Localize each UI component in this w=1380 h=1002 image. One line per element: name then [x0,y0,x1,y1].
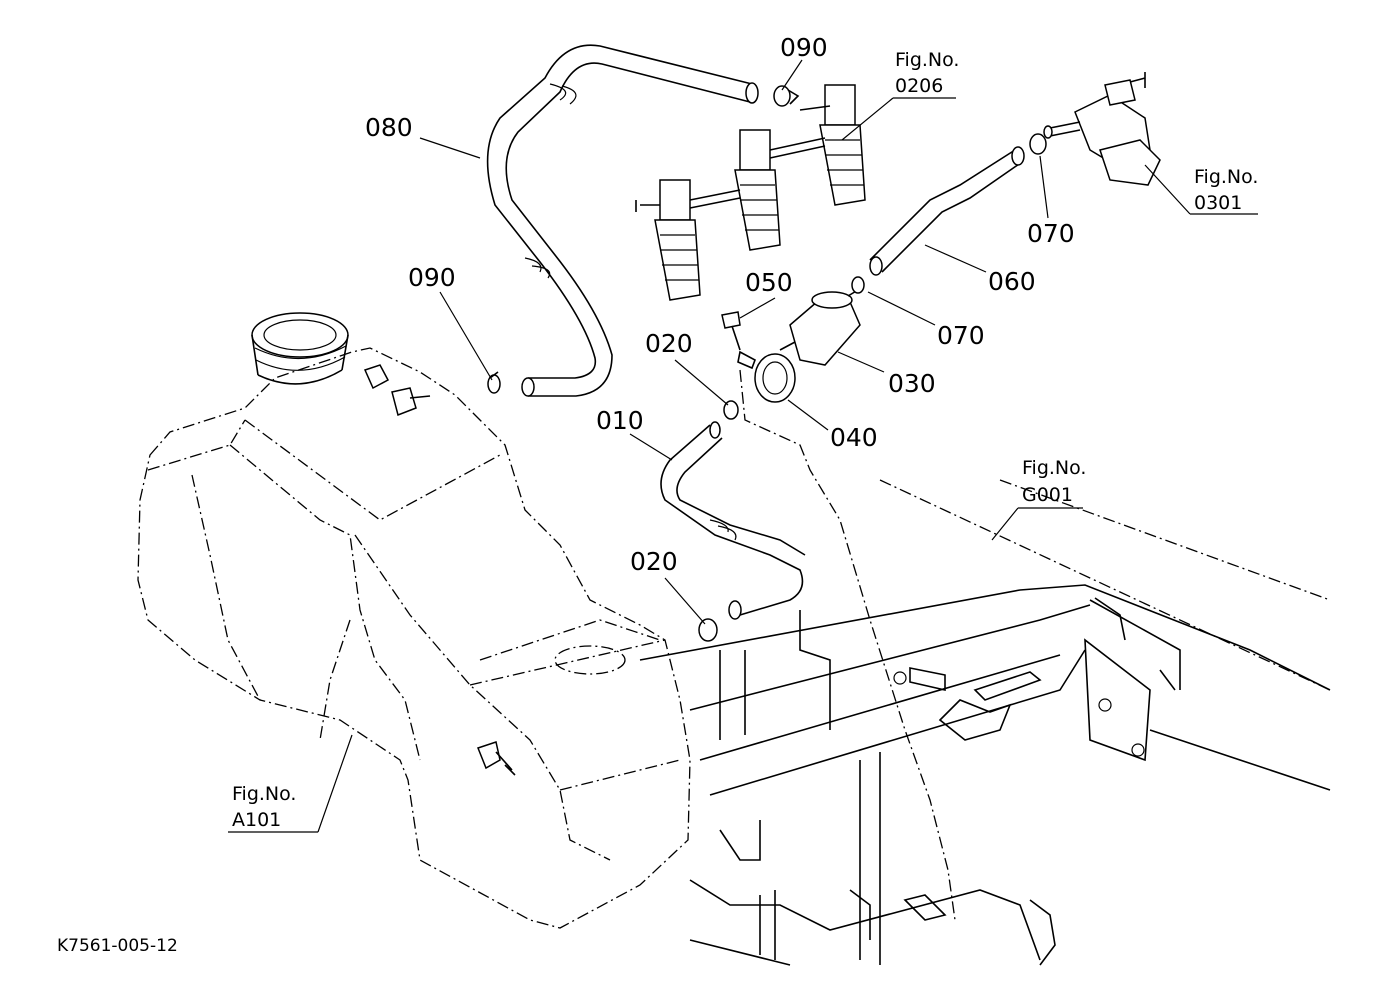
frame-centerline-2 [999,479,1331,601]
part-label-070-pump: 070 [1027,219,1075,248]
frame-centerline [879,479,1331,691]
fuel-filter-030 [779,289,861,366]
part-label-090-top: 090 [780,33,828,62]
drawing-code: K7561-005-12 [57,936,178,956]
chassis-frame-illustration [639,584,1331,966]
fig-ref-0206-number: 0206 [895,75,943,97]
clamp-090-tank [487,371,501,394]
filler-neck [251,312,349,385]
fig-ref-0206[interactable]: Fig.No. 0206 [895,49,959,97]
fig-ref-G001-label: Fig.No. [1022,457,1086,479]
fig-ref-A101-number: A101 [232,809,281,831]
tank-outlet-fitting [477,741,516,776]
clamp-020-filter [723,400,739,420]
fig-ref-0301-label: Fig.No. [1194,166,1258,188]
bracket-mount-line [739,369,956,921]
part-label-020-upper: 020 [645,329,693,358]
fig-ref-G001[interactable]: Fig.No. G001 [1022,457,1086,506]
filter-bracket-040 [737,350,796,403]
fig-ref-G001-number: G001 [1022,484,1073,506]
part-label-030: 030 [888,369,936,398]
injector-assembly [635,84,866,301]
part-label-060: 060 [988,267,1036,296]
hose-060 [869,146,1025,276]
part-label-070-filter: 070 [937,321,985,350]
tank-return-fittings [363,364,431,417]
injector-1 [635,179,701,301]
part-label-050: 050 [745,268,793,297]
bolt-050 [721,311,741,351]
injector-2 [734,129,781,251]
clamp-020-tank [698,618,718,642]
part-label-010: 010 [596,406,644,435]
fig-ref-A101[interactable]: Fig.No. A101 [232,783,296,831]
fig-ref-0206-label: Fig.No. [895,49,959,71]
fig-ref-0301-number: 0301 [1194,192,1242,214]
leader-lines [228,59,1258,833]
fig-ref-0301[interactable]: Fig.No. 0301 [1194,166,1258,214]
fuel-tank-illustration [137,312,691,929]
injector-3 [819,84,866,206]
part-label-080: 080 [365,113,413,142]
fuel-pump [1043,72,1161,186]
clamp-070-filter [851,276,865,294]
hose-080 [486,44,759,397]
fig-ref-A101-label: Fig.No. [232,783,296,805]
part-label-090-tank: 090 [408,263,456,292]
part-label-040: 040 [830,423,878,452]
clamp-090-top [773,85,800,107]
part-label-020-lower: 020 [630,547,678,576]
clamp-070-pump [1029,133,1047,155]
hose-010 [660,421,806,620]
